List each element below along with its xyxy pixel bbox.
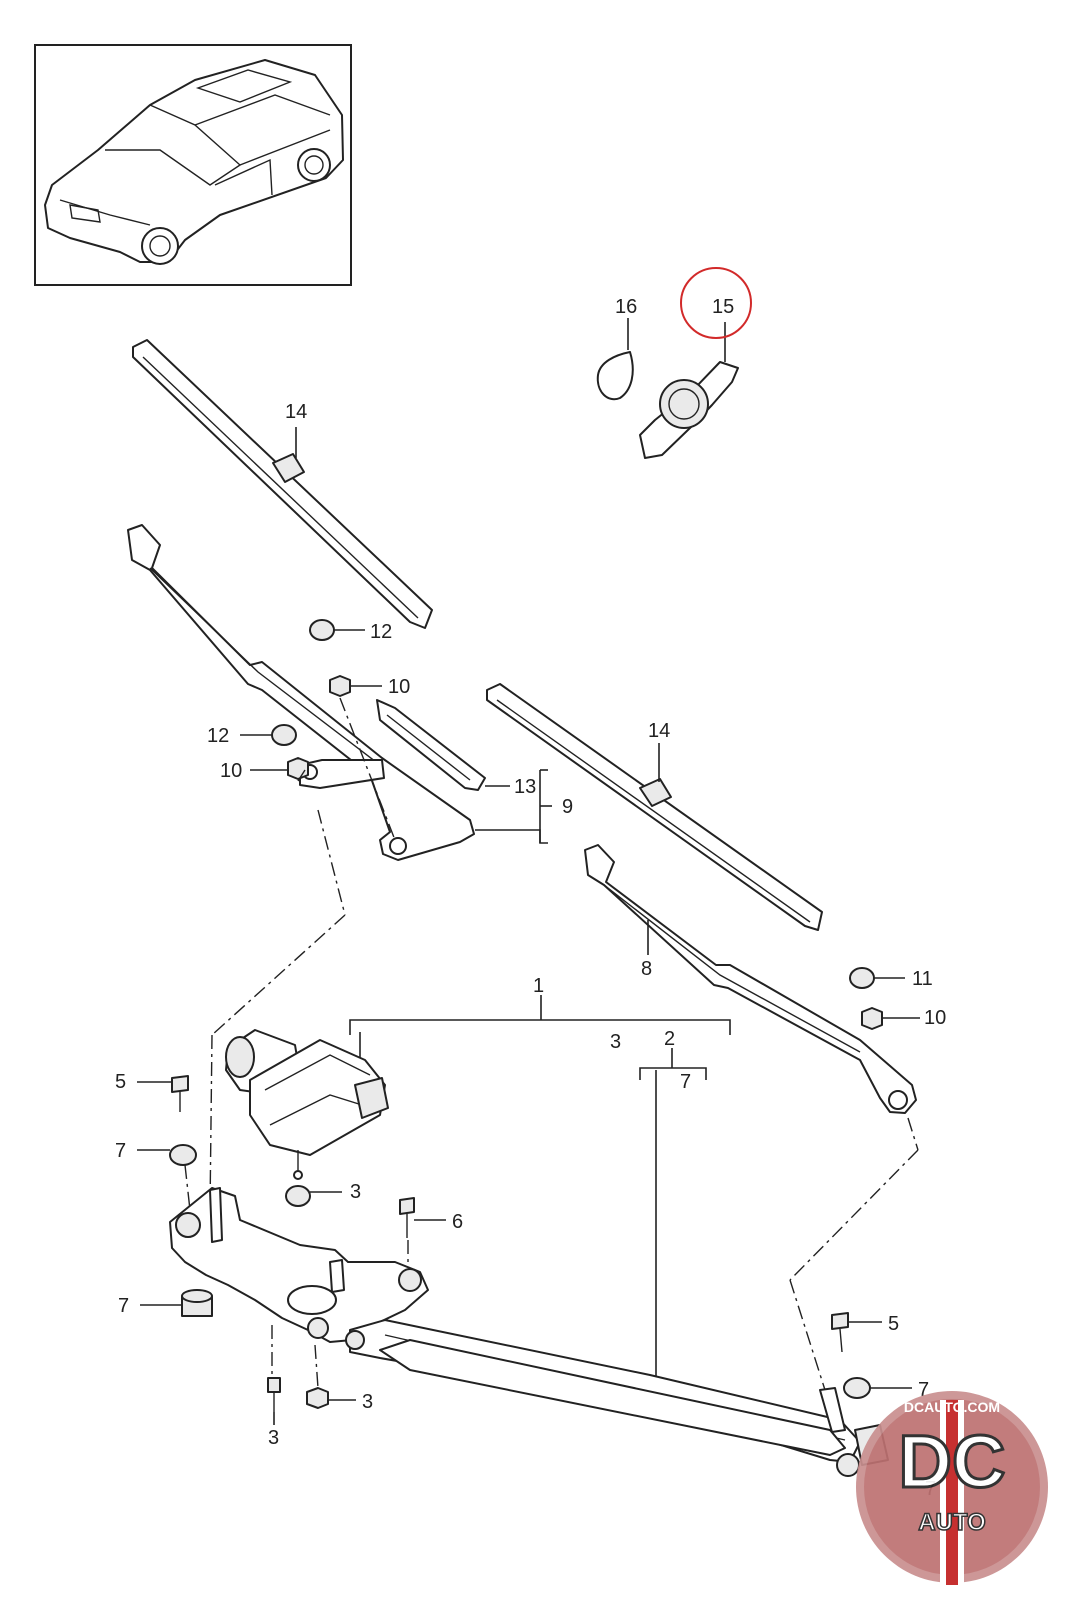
part-7-bushing-upper-left [137,1144,197,1211]
part-3-grommet-motor [285,1185,342,1207]
label-6: 6 [452,1211,463,1233]
label-10: 10 [220,760,242,782]
part-10-nut-upper [329,675,396,841]
diagram-labels: 1 2 3 3 3 3 5 5 6 7 7 7 7 7 8 9 10 10 10… [115,296,946,1500]
part-16-cover [596,318,634,401]
label-1: 1 [533,975,544,997]
label-13: 13 [514,776,536,798]
label-3: 3 [362,1391,373,1413]
label-12: 12 [207,725,229,747]
watermark-url-text: DCAUTO.COM [904,1399,1000,1415]
part-13-arm-cover [376,699,510,791]
part-3-bolt-bottom [267,1325,281,1425]
part-5-bolt-right [831,1312,882,1353]
label-12: 12 [370,621,392,643]
label-5: 5 [888,1313,899,1335]
part-15-highlight-circle [680,267,752,339]
part-7-bushing-right [843,1377,912,1399]
label-9: 9 [562,796,573,818]
bracket-9 [475,769,552,844]
label-8: 8 [641,958,652,980]
part-10-nut-right [861,1007,920,1030]
part-5-bolt-left [137,1075,189,1112]
vehicle-thumbnail [34,44,352,286]
part-3-nut-bottom [306,1344,356,1409]
part-12-cap-upper [309,619,365,641]
bracket-2 [639,1048,707,1385]
part-15-washer-nozzle [639,267,752,459]
part-7-bushing-lower-left [140,1289,213,1317]
alignment-line-left [317,809,346,916]
label-10: 10 [388,676,410,698]
label-7: 7 [918,1379,929,1401]
part-12-cap-lower [240,724,297,746]
label-7: 7 [118,1295,129,1317]
label-5: 5 [115,1071,126,1093]
wiper-linkage-frame [169,1187,889,1477]
label-2: 2 [664,1028,675,1050]
alignment-line-right [907,1117,919,1151]
part-10-nut-lower [250,757,309,782]
watermark-logo-letters: DC [899,1420,1006,1503]
part-8-wiper-arm-right [584,844,917,1114]
label-14: 14 [285,401,307,423]
part-6-bolt [399,1197,446,1265]
dcauto-watermark-logo: DCAUTO.COM DC AUTO [856,1391,1048,1585]
label-7: 7 [680,1071,691,1093]
part-11-cap [849,967,905,989]
label-15: 15 [712,296,734,318]
label-14: 14 [648,720,670,742]
part-3-wiper-motor [225,1029,389,1180]
label-11: 11 [912,968,933,990]
part-14-wiper-blade-right [486,683,823,931]
label-3: 3 [268,1427,279,1449]
part-14-wiper-blade-left [132,339,433,629]
label-10: 10 [924,1007,946,1029]
label-16: 16 [615,296,637,318]
part-9-wiper-arm-left [127,524,475,861]
label-7: 7 [115,1140,126,1162]
label-3: 3 [350,1181,361,1203]
watermark-logo-word: AUTO [918,1509,986,1536]
label-3: 3 [610,1031,621,1053]
